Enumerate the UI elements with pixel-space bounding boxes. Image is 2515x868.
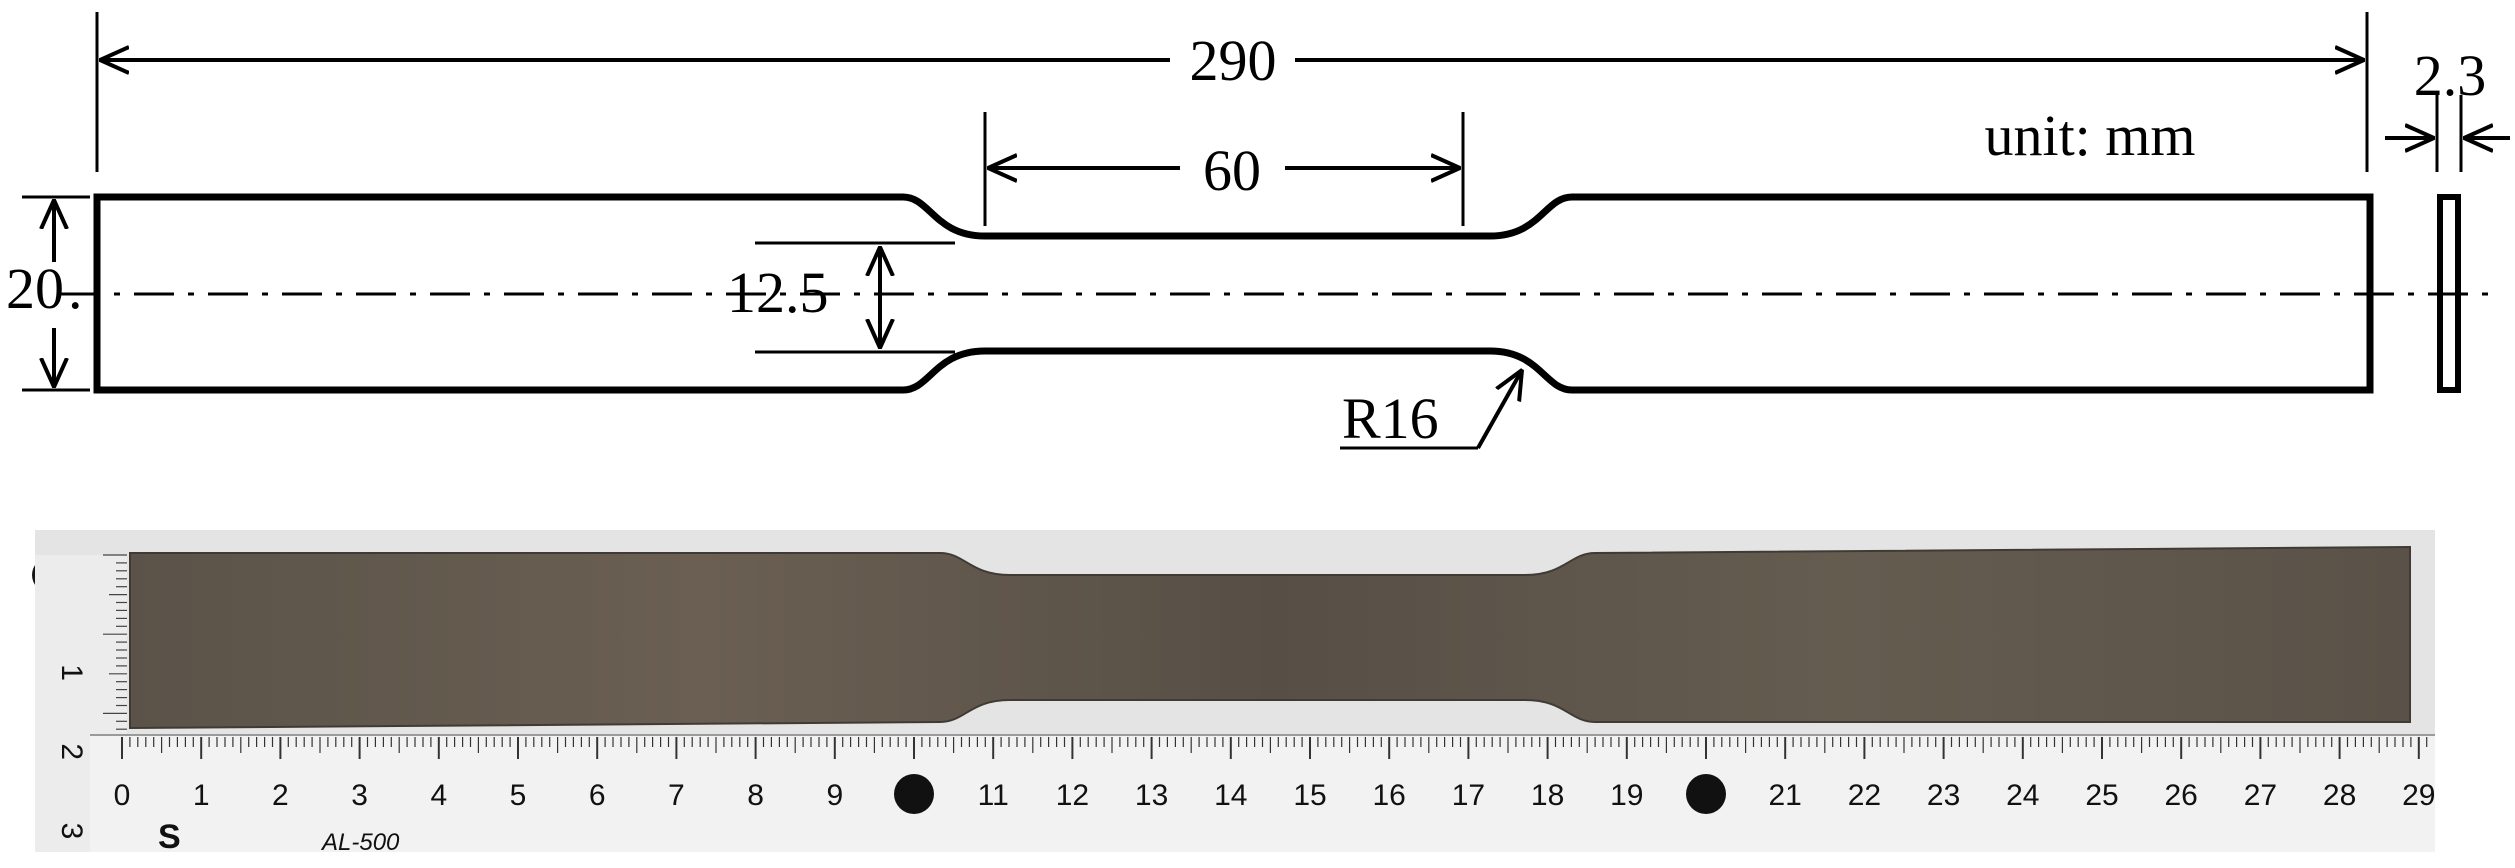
technical-drawing: 290 unit: mm 60 20 . 12.5 R16 <box>6 12 2510 451</box>
ruler-cm-label: 28 <box>2323 779 2356 812</box>
ruler-cm-label: 17 <box>1452 779 1485 812</box>
ruler-cm-label: 18 <box>1531 779 1564 812</box>
ruler-cm-label: 5 <box>510 779 527 812</box>
ruler-cm-label: 12 <box>1056 779 1089 812</box>
width-label-dot: . <box>68 256 83 321</box>
side-view-outline <box>2437 194 2461 393</box>
radius-label: R16 <box>1342 386 1439 451</box>
ruler-cm-label: 11 <box>978 779 1009 812</box>
width-label: 20 <box>6 256 64 321</box>
ruler-cm-label: 27 <box>2244 779 2277 812</box>
gauge-width-label: 12.5 <box>727 260 829 325</box>
ruler-cm-label: 15 <box>1293 779 1326 812</box>
side-ruler-label: 2 <box>55 743 88 760</box>
ruler-cm-label: 13 <box>1135 779 1168 812</box>
ruler-cm-label: 3 <box>351 779 368 812</box>
ruler-cm-label: 0 <box>114 779 131 812</box>
thickness-label: 2.3 <box>2414 43 2487 108</box>
ruler-cm-label: 9 <box>826 779 843 812</box>
unit-label: unit: mm <box>1984 103 2195 168</box>
ruler-cm-label: 24 <box>2006 779 2039 812</box>
ruler-cm-label: 22 <box>1848 779 1881 812</box>
ruler-cm-label: 10 <box>900 781 929 811</box>
ruler-cm-label: 4 <box>430 779 447 812</box>
ruler-cm-label: 2 <box>272 779 289 812</box>
ruler-ticks <box>121 737 2428 759</box>
ruler-cm-label: 25 <box>2085 779 2118 812</box>
ruler-cm-label: 6 <box>589 779 606 812</box>
gauge-length-label: 60 <box>1203 138 1261 203</box>
overall-length-label: 290 <box>1190 28 1277 93</box>
ruler-cm-label: 21 <box>1769 779 1802 812</box>
side-ruler-label: 1 <box>55 664 88 681</box>
ruler-cm-label: 20 <box>1692 781 1721 811</box>
ruler-cm-label: 23 <box>1927 779 1960 812</box>
ruler-cm-label: 7 <box>668 779 685 812</box>
ruler-cm-label: 1 <box>193 779 210 812</box>
ruler-highlight-circle <box>1686 774 1726 814</box>
ruler-cm-label: 14 <box>1214 779 1247 812</box>
side-ruler-label: 3 <box>55 823 88 840</box>
specimen-outline <box>93 193 2374 394</box>
ruler-highlight-circle <box>894 774 934 814</box>
ruler-cm-label: 8 <box>747 779 764 812</box>
ruler-cm-label: 19 <box>1610 779 1643 812</box>
ruler-cm-label: 26 <box>2165 779 2198 812</box>
ruler-cm-label: 16 <box>1373 779 1406 812</box>
ruler-brand-label: AL-500 <box>320 829 400 856</box>
ruler-body <box>90 735 2435 852</box>
specimen-body <box>129 545 2411 730</box>
ruler-cm-label: 29 <box>2402 779 2435 812</box>
radius-leader-diagonal <box>1476 370 1522 449</box>
ruler-logo: S <box>158 818 181 856</box>
